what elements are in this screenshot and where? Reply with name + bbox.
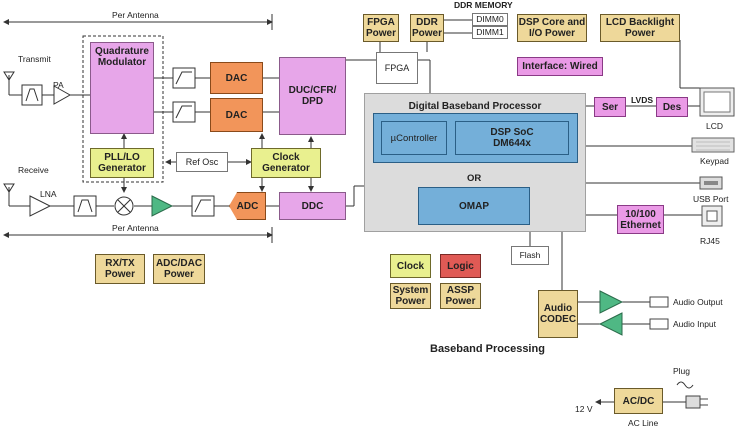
clock-legend-block: Clock — [390, 254, 431, 278]
plug-label: Plug — [673, 366, 691, 376]
usb-port-label: USB Port — [693, 194, 729, 204]
dsp-io-power-block: DSP Core and I/O Power — [517, 14, 587, 42]
acdc-block: AC/DC — [614, 388, 663, 414]
per-antenna-top-label: Per Antenna — [112, 10, 159, 20]
des-block: Des — [656, 97, 688, 117]
rxtx-power-block: RX/TX Power — [95, 254, 145, 284]
lcd-label: LCD — [706, 121, 724, 131]
baseband-processing-title: Baseband Processing — [430, 343, 545, 355]
dac-block-1: DAC — [210, 62, 263, 94]
quadrature-modulator-block: Quadrature Modulator — [90, 42, 154, 134]
pa-label: PA — [53, 80, 64, 90]
transmit-label: Transmit — [18, 54, 51, 64]
logic-legend-block: Logic — [440, 254, 481, 278]
pll-lo-generator-block: PLL/LO Generator — [90, 148, 154, 178]
audio-output-label: Audio Output — [673, 297, 723, 307]
omap-block: OMAP — [418, 187, 530, 225]
12v-label: 12 V — [575, 404, 593, 414]
ethernet-block: 10/100 Ethernet — [617, 205, 664, 234]
adcdac-power-block: ADC/DAC Power — [153, 254, 205, 284]
ddr-power-block: DDR Power — [410, 14, 444, 42]
dimm0-block: DIMM0 — [472, 13, 508, 26]
lcd-backlight-power-block: LCD Backlight Power — [600, 14, 680, 42]
dimm1-block: DIMM1 — [472, 26, 508, 39]
dsp-soc-dm644x-label: DSP SoC DM644x — [455, 121, 569, 155]
rj45-label: RJ45 — [700, 236, 720, 246]
duc-cfr-dpd-block: DUC/CFR/ DPD — [279, 57, 346, 135]
adc-block: ADC — [229, 192, 266, 220]
assp-power-block: ASSP Power — [440, 283, 481, 309]
ddc-block: DDC — [279, 192, 346, 220]
keypad-label: Keypad — [700, 156, 729, 166]
microcontroller-label: µController — [381, 121, 447, 155]
ac-line-label: AC Line — [628, 418, 659, 428]
audio-codec-block: Audio CODEC — [538, 290, 578, 338]
or-label: OR — [467, 173, 482, 184]
ser-block: Ser — [594, 97, 626, 117]
flash-block: Flash — [511, 246, 549, 265]
system-power-block: System Power — [390, 283, 431, 309]
lna-label: LNA — [40, 189, 57, 199]
audio-input-label: Audio Input — [673, 319, 717, 329]
receive-label: Receive — [18, 165, 49, 175]
clock-generator-block: Clock Generator — [251, 148, 321, 178]
fpga-power-block: FPGA Power — [363, 14, 399, 42]
fpga-block: FPGA — [376, 52, 418, 84]
ref-osc-block: Ref Osc — [176, 152, 228, 172]
lvds-label: LVDS — [631, 95, 654, 105]
interface-wired-block: Interface: Wired — [517, 57, 603, 76]
dac-block-2: DAC — [210, 98, 263, 132]
per-antenna-bottom-label: Per Antenna — [112, 223, 159, 233]
ddr-memory-label: DDR MEMORY — [454, 0, 513, 10]
